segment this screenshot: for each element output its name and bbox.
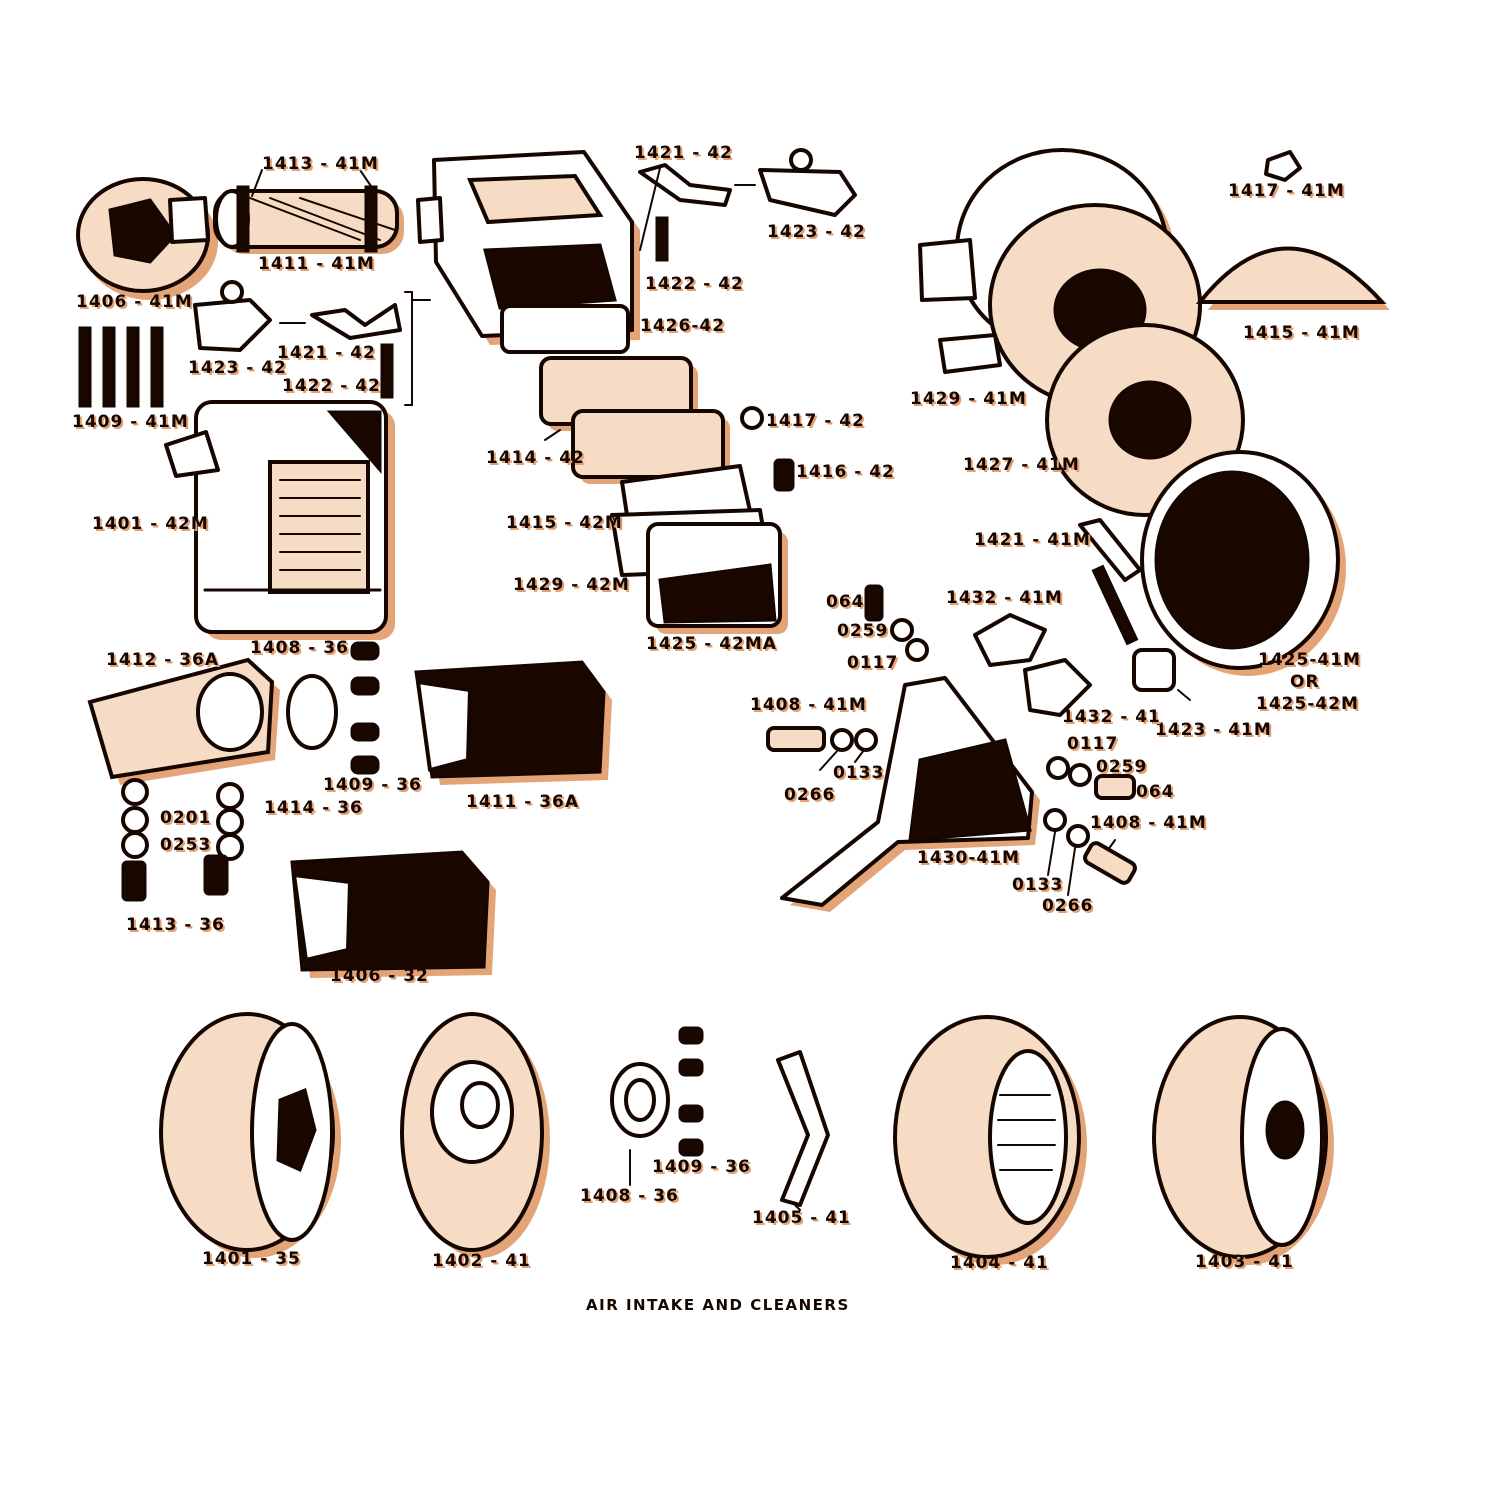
label-0133-right: 0133 (1012, 875, 1064, 895)
label-1411-36A: 1411 - 36A (466, 792, 580, 812)
label-1423-42-top: 1423 - 42 (767, 222, 866, 242)
label-1426-42: 1426-42 (640, 316, 726, 336)
cup-1425-42MA (648, 524, 788, 634)
label-1416-42: 1416 - 42 (796, 462, 895, 482)
label-1413-36: 1413 - 36 (126, 915, 225, 935)
label-1429-41M: 1429 - 41M (910, 389, 1027, 409)
clamp-1421-41M-1423-41M (1080, 520, 1174, 690)
bolts-1409-41M (80, 328, 392, 406)
label-0117-top: 0117 (847, 653, 899, 673)
label-1415-42M: 1415 - 42M (506, 513, 623, 533)
label-1425-41M: 1425-41M (1258, 650, 1361, 670)
bracket-1430-41M (782, 678, 1040, 912)
label-1408-41M-left: 1408 - 41M (750, 695, 867, 715)
label-1417-42: 1417 - 42 (766, 411, 865, 431)
washers-0201-0253 (123, 780, 242, 900)
cleaner-cover-1406-41M (78, 179, 218, 300)
label-064-right: 064 (1136, 782, 1175, 802)
label-1430-41M: 1430-41M (917, 848, 1020, 868)
label-1425-42MA: 1425 - 42MA (646, 634, 777, 654)
bracket-1412-36A (90, 660, 336, 785)
label-1401-42M: 1401 - 42M (92, 514, 209, 534)
label-1405-41: 1405 - 41 (752, 1208, 851, 1228)
hose-1411-41M (215, 187, 404, 254)
diagram-title: AIR INTAKE AND CLEANERS (586, 1296, 850, 1314)
label-1414-42: 1414 - 42 (486, 448, 585, 468)
label-1404-41: 1404 - 41 (950, 1253, 1049, 1273)
label-1421-42-top: 1421 - 42 (634, 143, 733, 163)
leader-lines (252, 168, 1190, 1210)
baseplate-1402-41 (402, 1014, 550, 1258)
cap-1415-41M (1200, 152, 1390, 310)
label-1425-42M: 1425-42M (1256, 694, 1359, 714)
label-1409-41M: 1409 - 41M (72, 412, 189, 432)
label-1409-36-mid: 1409 - 36 (323, 775, 422, 795)
element-1404-41 (895, 1017, 1087, 1265)
label-0266-right: 0266 (1042, 896, 1094, 916)
label-1422-42-left: 1422 - 42 (282, 376, 381, 396)
cover-1411-36A (416, 662, 612, 785)
label-1421-42-left: 1421 - 42 (277, 343, 376, 363)
label-1401-35: 1401 - 35 (202, 1249, 301, 1269)
label-1417-41M: 1417 - 41M (1228, 181, 1345, 201)
cleaner-1401-35 (161, 1014, 341, 1258)
clamps-1423-1421-42 (195, 282, 430, 405)
label-0201: 0201 (160, 808, 212, 828)
label-0253: 0253 (160, 835, 212, 855)
bowl-1425-41M (1142, 452, 1346, 676)
label-1408-36-mid: 1408 - 36 (250, 638, 349, 658)
label-1429-42M: 1429 - 42M (513, 575, 630, 595)
bolts-washers-right (768, 586, 1137, 885)
label-1423-41M: 1423 - 41M (1155, 720, 1272, 740)
bracket-1405-41 (778, 1052, 828, 1205)
label-1423-42-left: 1423 - 42 (188, 358, 287, 378)
label-1422-42-top: 1422 - 42 (645, 274, 744, 294)
label-064-top: 064 (826, 592, 865, 612)
label-or: OR (1290, 672, 1320, 692)
label-0133-left: 0133 (833, 763, 885, 783)
label-1421-41M: 1421 - 41M (974, 530, 1091, 550)
label-1406-41M: 1406 - 41M (76, 292, 193, 312)
label-1403-41: 1403 - 41 (1195, 1252, 1294, 1272)
label-1432-41: 1432 - 41 (1062, 707, 1161, 727)
cover-1403-41 (1154, 1017, 1334, 1265)
label-1411-41M: 1411 - 41M (258, 254, 375, 274)
label-1408-36-bottom: 1408 - 36 (580, 1186, 679, 1206)
label-1427-41M: 1427 - 41M (963, 455, 1080, 475)
label-1408-41M-right: 1408 - 41M (1090, 813, 1207, 833)
oil-bath-cleaner-1401-42M (166, 402, 395, 640)
cleaner-body-1426-42 (418, 152, 640, 352)
label-1412-36A: 1412 - 36A (106, 650, 220, 670)
label-1415-41M: 1415 - 41M (1243, 323, 1360, 343)
label-1406-32: 1406 - 32 (330, 966, 429, 986)
label-0266-left: 0266 (784, 785, 836, 805)
cover-1406-32 (292, 852, 496, 978)
label-1402-41: 1402 - 41 (432, 1251, 531, 1271)
hardware-1421-1423-42 (640, 150, 855, 260)
label-1409-36-bottom: 1409 - 36 (652, 1157, 751, 1177)
label-1413-41M: 1413 - 41M (262, 154, 379, 174)
label-0117-right: 0117 (1067, 734, 1119, 754)
screws-1409-36-mid (352, 643, 378, 773)
gasket-screws-1408-1409-36 (612, 1028, 702, 1155)
label-1432-41M: 1432 - 41M (946, 588, 1063, 608)
small-parts-1417-1416-42 (742, 408, 793, 490)
label-1414-36: 1414 - 36 (264, 798, 363, 818)
label-0259-top: 0259 (837, 621, 889, 641)
label-0259-right: 0259 (1096, 757, 1148, 777)
